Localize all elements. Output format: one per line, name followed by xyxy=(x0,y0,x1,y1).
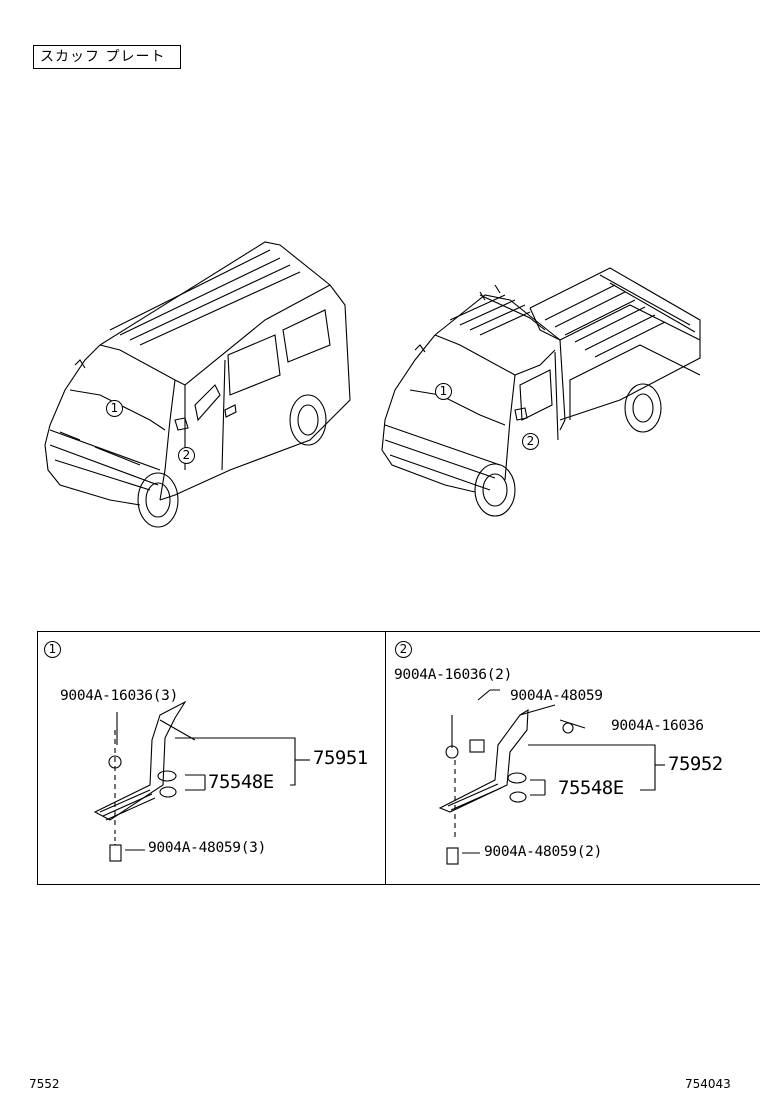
panel2-cover-icon xyxy=(507,772,527,784)
diagram-title: スカッフ プレート xyxy=(33,45,181,69)
panel2-screw-a-label: 9004A-16036(2) xyxy=(394,667,513,683)
detail-panels xyxy=(37,631,760,885)
panel1-nut-icon xyxy=(159,786,177,798)
panel1-cover-icon xyxy=(157,770,177,782)
panel2-nut-icon xyxy=(509,791,527,803)
panel1-scuff-plate xyxy=(93,700,310,851)
panel2-cover-label: 75548E xyxy=(558,777,624,799)
callout-2-truck: 2 xyxy=(522,433,539,450)
van-drawing xyxy=(44,241,351,528)
callout-2-van: 2 xyxy=(178,447,195,464)
panel1-number: 1 xyxy=(44,641,61,658)
callout-1-truck: 1 xyxy=(435,383,452,400)
panel2-screw-b-label: 9004A-16036 xyxy=(611,718,704,734)
panel1-cover-label: 75548E xyxy=(208,771,274,793)
panel2-screw-icon xyxy=(445,745,459,759)
panel2-clip-top-label: 9004A-48059 xyxy=(510,688,603,704)
callout-1-van: 1 xyxy=(106,400,123,417)
panel1-clip-icon xyxy=(109,844,122,862)
panel2-scuff-plate xyxy=(438,689,665,854)
panel1-screw-label: 9004A-16036(3) xyxy=(60,688,179,704)
panel1-plate-label: 75951 xyxy=(313,747,368,769)
panel2-number: 2 xyxy=(395,641,412,658)
panel-divider xyxy=(385,632,386,884)
footer-left-code: 7552 xyxy=(29,1077,60,1091)
panel1-screw-icon xyxy=(108,755,122,769)
panel2-plate-label: 75952 xyxy=(668,753,723,775)
vehicle-illustrations xyxy=(44,241,701,528)
truck-drawing xyxy=(381,267,701,517)
panel1-clip-label: 9004A-48059(3) xyxy=(148,840,267,856)
panel2-clip-label: 9004A-48059(2) xyxy=(484,844,603,860)
panel2-screw-b-icon xyxy=(562,722,574,734)
panel2-clip-icon xyxy=(446,847,459,865)
footer-right-code: 754043 xyxy=(685,1077,731,1091)
panel2-clip-top-icon xyxy=(469,739,485,753)
